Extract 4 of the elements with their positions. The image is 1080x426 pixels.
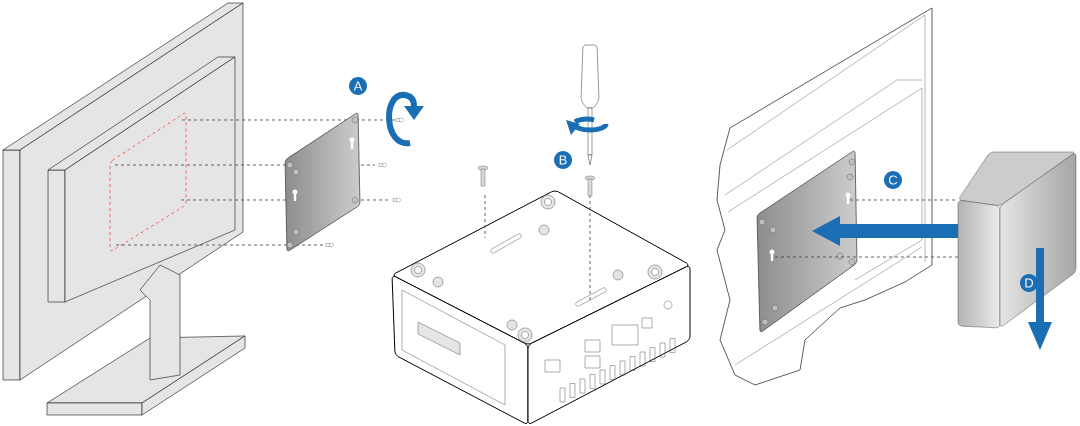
callout-number: D xyxy=(1020,274,1038,292)
callout-number: B xyxy=(554,151,572,169)
callout-number: C xyxy=(884,171,902,189)
callout-number: A xyxy=(349,77,367,95)
